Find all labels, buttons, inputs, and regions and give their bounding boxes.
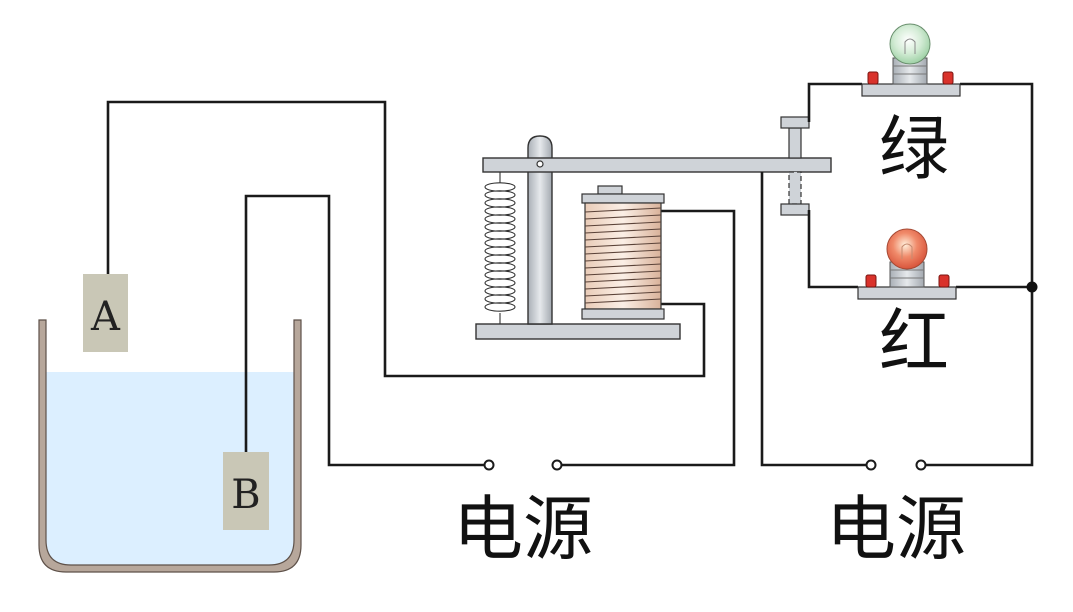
power-left-terminals	[483, 459, 563, 471]
relay-armature	[482, 157, 832, 173]
relay-switch-contacts	[780, 116, 810, 216]
power-left-label: 电源	[453, 488, 593, 570]
wire-bottom-contact-to-red	[807, 210, 858, 289]
water-container	[38, 319, 302, 573]
red-lamp	[857, 228, 957, 300]
wire-electrode-a-to-coil	[106, 100, 706, 378]
power-right-terminals	[865, 459, 927, 471]
wire-power-to-coil	[557, 209, 736, 467]
green-lamp-label: 绿	[879, 108, 949, 190]
red-lamp-label: 红	[879, 301, 949, 383]
relay	[475, 116, 832, 340]
wire-electrode-b-to-power	[244, 194, 489, 467]
electrode-a: A	[83, 274, 128, 352]
relay-base	[475, 323, 681, 340]
power-right-label: 电源	[826, 488, 966, 570]
electrode-a-label: A	[90, 294, 121, 340]
electrode-b: B	[223, 452, 269, 530]
container-wall	[38, 319, 302, 573]
wire-armature-to-power	[760, 172, 871, 467]
wire-green-to-right-rail	[921, 82, 1034, 467]
relay-spring	[484, 172, 516, 324]
junction-dot	[1026, 281, 1038, 293]
wire-top-contact-to-green	[807, 82, 862, 122]
green-bulb-icon	[889, 23, 931, 65]
green-lamp	[861, 23, 961, 97]
relay-pivot-post	[527, 135, 553, 325]
electrode-b-label: B	[231, 472, 260, 518]
electromagnet-coil	[581, 185, 665, 320]
red-bulb-icon	[886, 228, 928, 270]
